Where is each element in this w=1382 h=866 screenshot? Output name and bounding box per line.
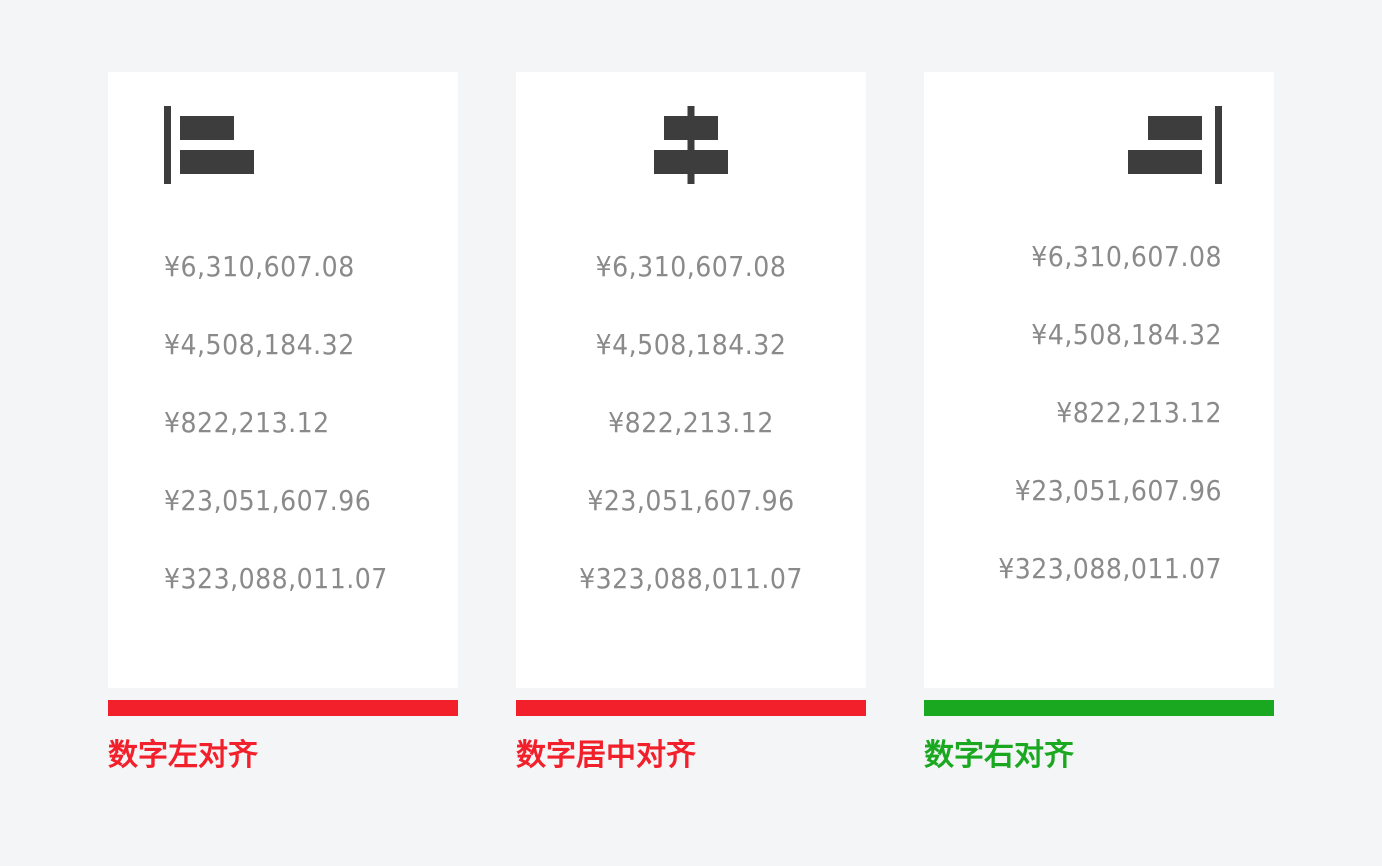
right-align-panel: ¥6,310,607.08 ¥4,508,184.32 ¥822,213.12 …	[924, 72, 1274, 688]
amount-value: ¥323,088,011.07	[998, 552, 1222, 585]
amount-value: ¥6,310,607.08	[164, 250, 355, 283]
status-bar-wrong	[516, 700, 866, 716]
caption-right-align: 数字右对齐	[924, 738, 1074, 773]
amount-value: ¥323,088,011.07	[164, 562, 388, 595]
status-bar-wrong	[108, 700, 458, 716]
caption-left-align: 数字左对齐	[108, 738, 258, 773]
align-right-icon	[1128, 106, 1222, 184]
caption-center-align: 数字居中对齐	[516, 738, 696, 773]
amount-value: ¥23,051,607.96	[164, 484, 372, 517]
amount-value: ¥4,508,184.32	[1031, 318, 1222, 351]
status-bar-correct	[924, 700, 1274, 716]
amount-value: ¥323,088,011.07	[579, 562, 803, 595]
number-list: ¥6,310,607.08 ¥4,508,184.32 ¥822,213.12 …	[980, 238, 1222, 628]
left-align-panel: ¥6,310,607.08 ¥4,508,184.32 ¥822,213.12 …	[108, 72, 458, 688]
amount-value: ¥822,213.12	[608, 406, 774, 439]
amount-value: ¥6,310,607.08	[1031, 240, 1222, 273]
number-list: ¥6,310,607.08 ¥4,508,184.32 ¥822,213.12 …	[164, 248, 406, 638]
amount-value: ¥822,213.12	[1056, 396, 1222, 429]
amount-value: ¥6,310,607.08	[595, 250, 787, 283]
number-list: ¥6,310,607.08 ¥4,508,184.32 ¥822,213.12 …	[516, 248, 866, 638]
amount-value: ¥23,051,607.96	[587, 484, 795, 517]
amount-value: ¥23,051,607.96	[1014, 474, 1222, 507]
amount-value: ¥4,508,184.32	[164, 328, 355, 361]
amount-value: ¥822,213.12	[164, 406, 330, 439]
amount-value: ¥4,508,184.32	[595, 328, 787, 361]
align-left-icon	[164, 106, 254, 184]
align-center-icon	[654, 106, 744, 184]
center-align-panel: ¥6,310,607.08 ¥4,508,184.32 ¥822,213.12 …	[516, 72, 866, 688]
